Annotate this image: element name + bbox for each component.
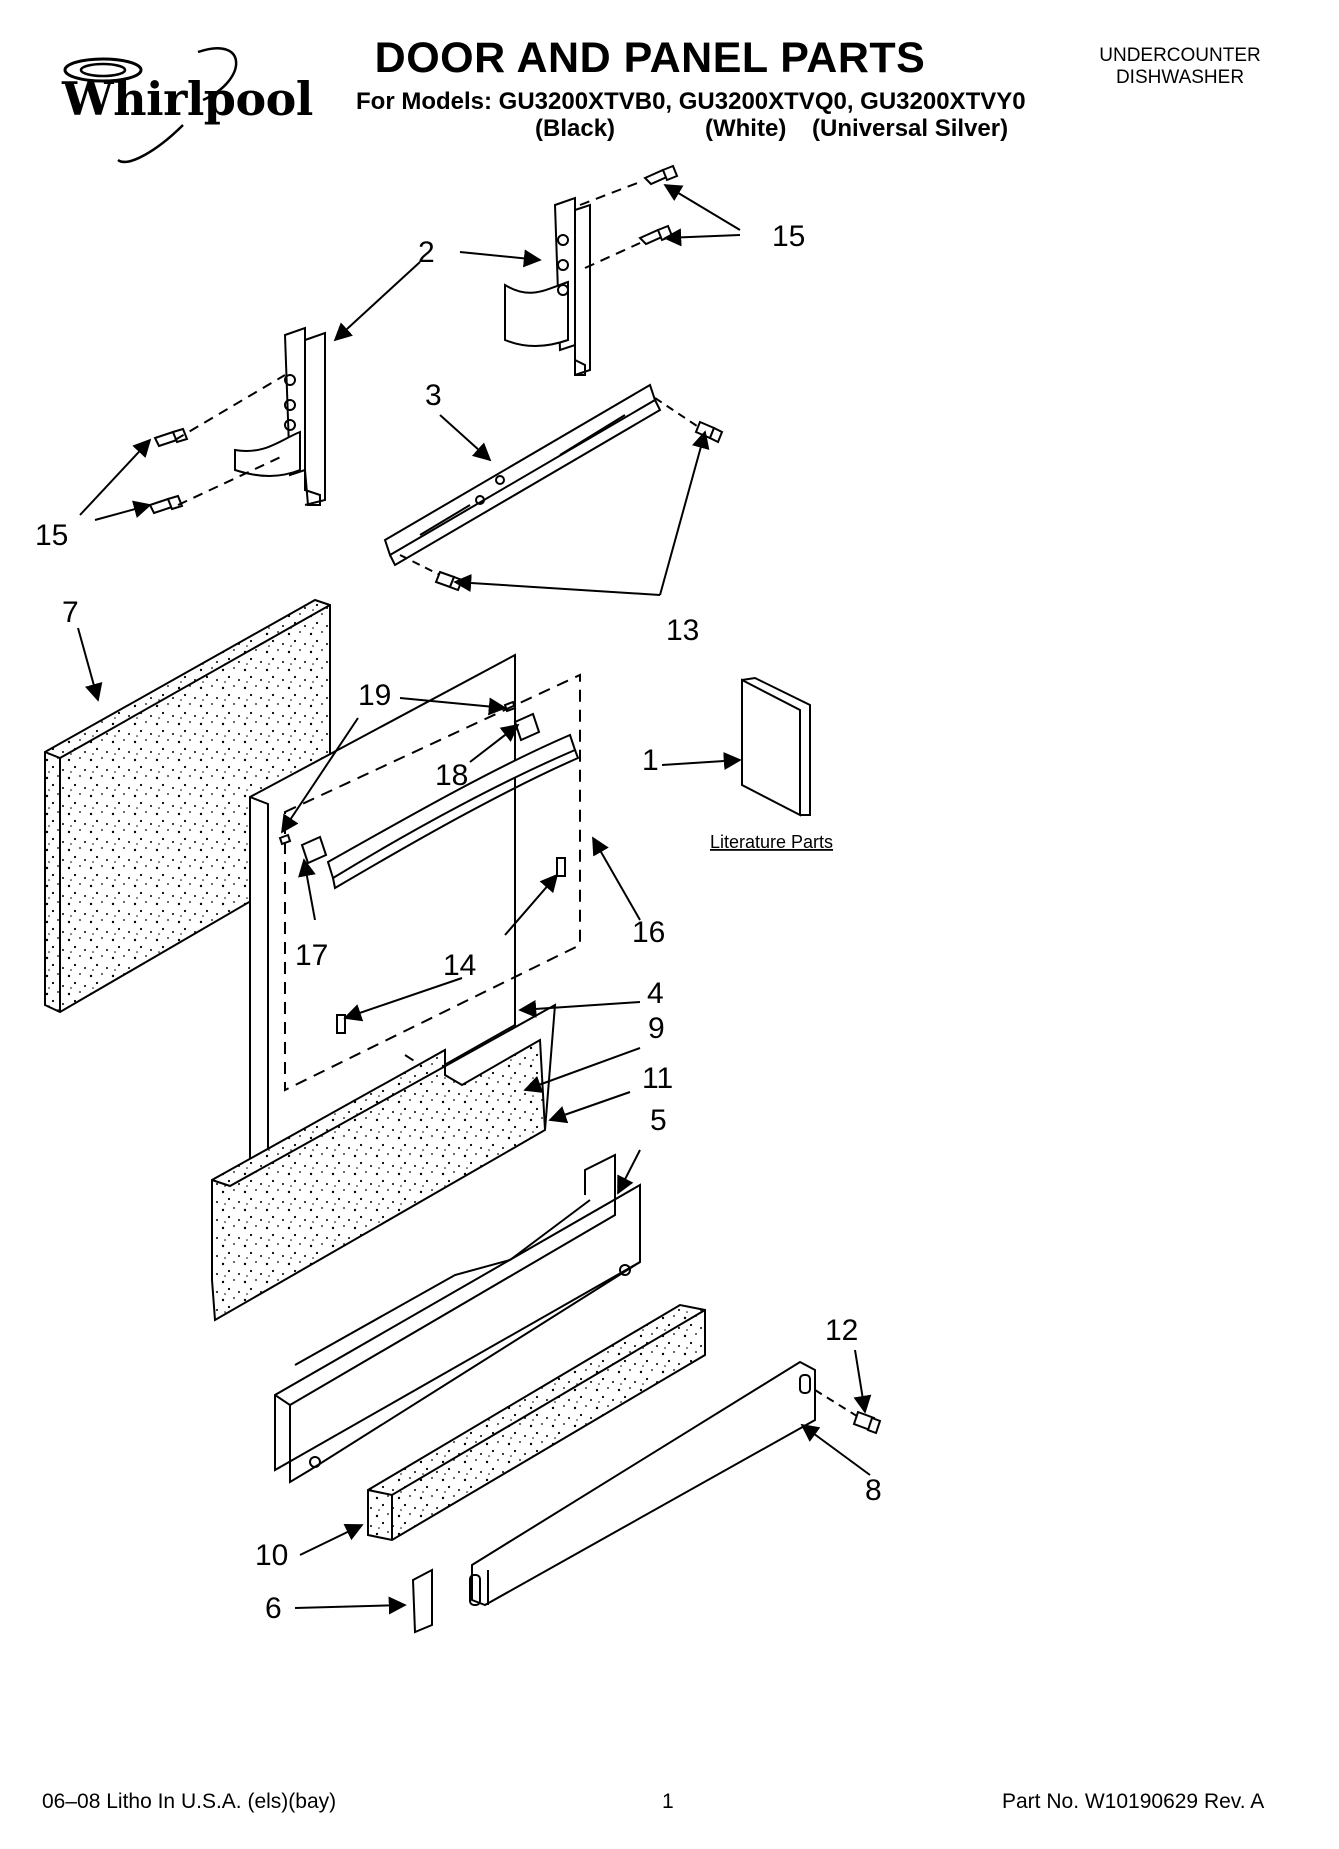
part-8-toe-panel	[469, 1360, 861, 1607]
variant-white: (White)	[705, 115, 787, 142]
category-line-2: DISHWASHER	[1115, 67, 1245, 88]
callout-19: 19	[358, 679, 391, 712]
callout-18: 18	[435, 759, 468, 792]
callout-1: 1	[642, 744, 659, 777]
part-1-literature	[741, 676, 811, 817]
part-6-clip	[411, 1568, 433, 1634]
callout-labels: 1 2 3 4 5 6 7 8 9 10 11 12 13 14 15 15 1…	[35, 220, 882, 1625]
callout-14: 14	[443, 949, 476, 982]
part-10-lower-insulation	[367, 1303, 706, 1542]
callout-12: 12	[825, 1314, 858, 1347]
category-line-1: UNDERCOUNTER	[1099, 45, 1261, 66]
callout-7: 7	[62, 596, 79, 629]
models-line: For Models: GU3200XTVB0, GU3200XTVQ0, GU…	[356, 88, 1026, 115]
callout-8: 8	[865, 1474, 882, 1507]
part-18-handle	[278, 700, 580, 890]
variant-universal-silver: (Universal Silver)	[812, 115, 1009, 142]
part-3-support-rail	[383, 383, 701, 576]
litho-line: 06–08 Litho In U.S.A. (els)(bay)	[42, 1790, 337, 1813]
part-11-insulation	[211, 1003, 557, 1322]
callout-10: 10	[255, 1539, 288, 1572]
part-13-screws	[434, 420, 724, 592]
whirlpool-logo	[63, 46, 238, 164]
callout-11: 11	[642, 1062, 673, 1095]
part-4-inner-door-panel	[249, 653, 581, 1177]
part-14-bolts	[336, 857, 566, 1034]
part-12-screw	[852, 1410, 882, 1435]
literature-parts-label: Literature Parts	[710, 832, 833, 852]
part-5-lower-channel	[274, 1153, 641, 1484]
callout-16: 16	[632, 916, 665, 949]
part-2-hinge-bracket-left	[234, 326, 326, 506]
callout-15-left: 15	[35, 519, 68, 552]
variant-black: (Black)	[535, 115, 616, 142]
callout-5: 5	[650, 1104, 667, 1137]
page-title: DOOR AND PANEL PARTS	[374, 34, 926, 82]
callout-13: 13	[666, 614, 699, 647]
callout-4: 4	[647, 977, 664, 1010]
callout-9: 9	[648, 1012, 665, 1045]
brand-wordmark: Whirlpool	[62, 72, 313, 126]
callout-3: 3	[425, 379, 442, 412]
part-number: Part No. W10190629 Rev. A	[1002, 1790, 1265, 1813]
part-15-screws	[148, 164, 679, 515]
page-number: 1	[662, 1790, 674, 1813]
callout-17: 17	[295, 939, 328, 972]
callout-15-right: 15	[772, 220, 805, 253]
callout-leader-lines	[77, 184, 872, 1615]
callout-2: 2	[418, 236, 435, 269]
callout-6: 6	[265, 1592, 282, 1625]
product-category: UNDERCOUNTER DISHWASHER	[1080, 45, 1280, 89]
part-2-hinge-bracket-right	[504, 196, 591, 376]
